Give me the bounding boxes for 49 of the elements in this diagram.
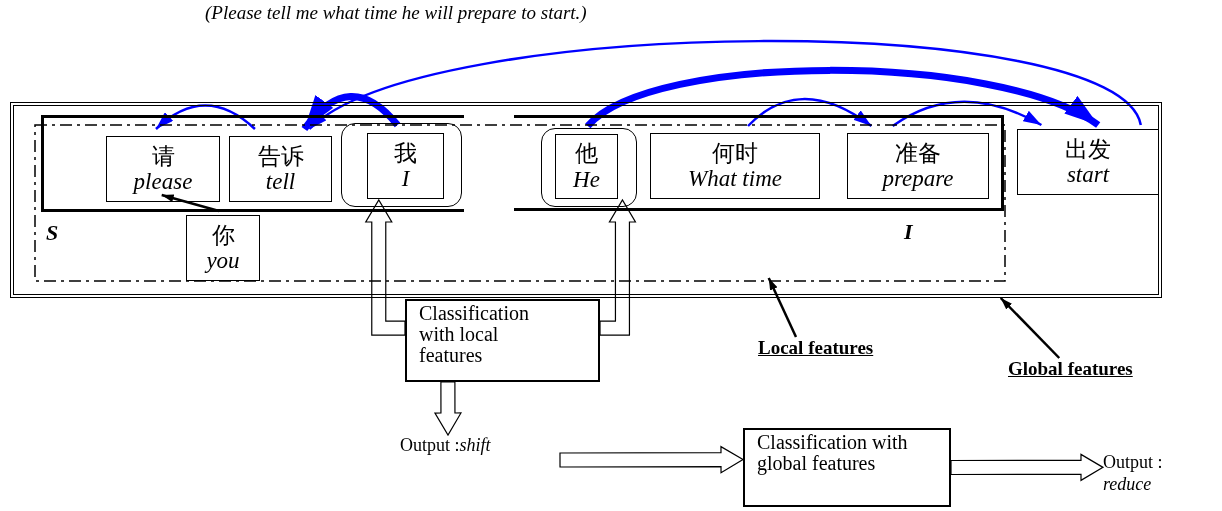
chinese-word: 准备 (895, 140, 941, 166)
word-box (186, 215, 260, 281)
rounded-box (341, 123, 462, 207)
feature-label: Local features (758, 337, 948, 360)
curved-arrow (155, 104, 256, 130)
block-arrow (950, 453, 1105, 482)
chinese-word: 告诉 (257, 143, 304, 169)
process-box: Classification with local features (405, 299, 600, 382)
chinese-word: 何时 (712, 140, 758, 166)
output-text: Output :shift (400, 435, 560, 460)
feature-label: Global features (1008, 358, 1213, 381)
chinese-word: 我 (394, 140, 417, 166)
english-gloss: tell (265, 169, 296, 195)
english-gloss: I (401, 166, 410, 192)
word-box (650, 133, 820, 199)
process-box: Classification with global features (743, 428, 951, 507)
chinese-word: 请 (151, 143, 175, 169)
example-sentence: (Please tell me what time he will prepare to start.) (205, 2, 587, 24)
curved-arrow (301, 93, 401, 132)
output-text: Output : reduce (1103, 452, 1203, 500)
block-arrow (433, 381, 462, 437)
word-box (555, 134, 618, 199)
english-gloss: He (573, 166, 600, 192)
curved-arrow (892, 100, 1042, 128)
chinese-word: 出发 (1065, 136, 1111, 162)
queue-label: I (904, 219, 913, 245)
curved-arrow (308, 39, 1142, 131)
word-box (229, 136, 332, 202)
word-box (847, 133, 989, 199)
rounded-box (541, 128, 637, 207)
english-gloss: prepare (882, 166, 954, 192)
leader-line (999, 297, 1061, 359)
english-gloss: start (1066, 162, 1110, 188)
english-gloss: please (133, 169, 193, 195)
block-arrow (364, 198, 406, 336)
curved-arrow (585, 66, 1100, 129)
english-gloss: you (206, 248, 240, 274)
stack-label: S (46, 220, 59, 246)
word-box (367, 133, 444, 199)
word-box (1017, 129, 1159, 195)
chinese-word: 你 (211, 222, 235, 248)
chinese-word: 他 (575, 141, 598, 167)
global-features-frame (10, 102, 1162, 298)
block-arrow (599, 198, 637, 336)
word-box (106, 136, 220, 202)
english-gloss: What time (688, 166, 782, 192)
curved-arrow (747, 97, 873, 128)
block-arrow (559, 445, 745, 474)
leader-line (767, 277, 798, 338)
